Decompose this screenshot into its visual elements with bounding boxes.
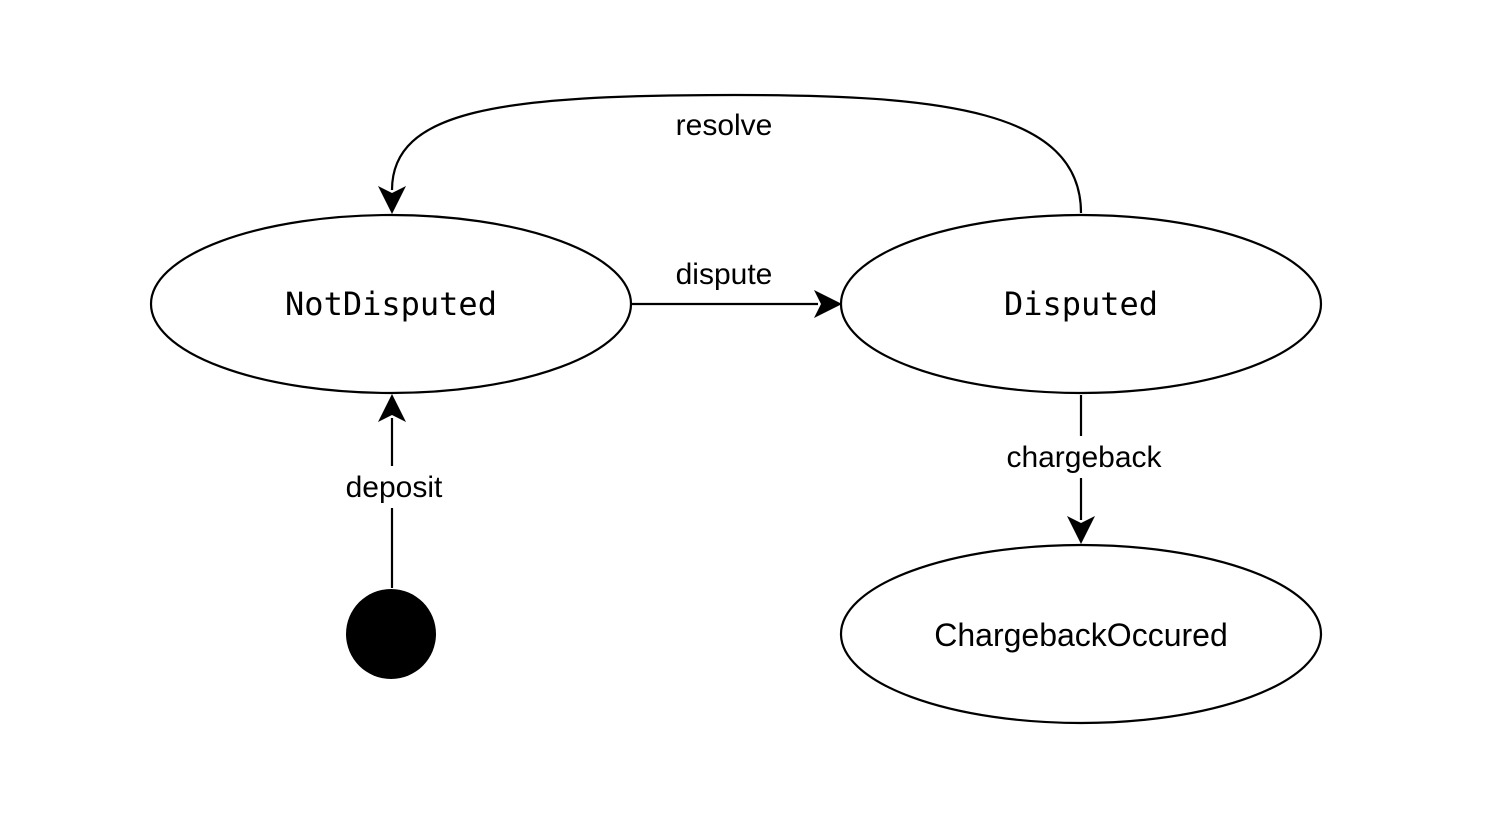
chargeback-transition-label: chargeback [1006, 441, 1162, 474]
state-chargeback-occured: ChargebackOccured [839, 543, 1323, 725]
chargeback-arrowhead [1067, 516, 1095, 544]
deposit-transition-label: deposit [346, 471, 443, 504]
state-disputed-shape [839, 213, 1323, 395]
dispute-arrowhead [814, 290, 842, 318]
deposit-label-background [338, 466, 448, 508]
state-disputed: Disputed [839, 213, 1323, 395]
resolve-arrowhead [378, 186, 406, 214]
deposit-arrowhead [378, 394, 406, 422]
chargeback-label-background [996, 436, 1172, 478]
state-chargeback-occured-label: ChargebackOccured [934, 617, 1227, 653]
resolve-transition-arrow [390, 93, 1083, 214]
resolve-transition-label: resolve [676, 109, 773, 142]
state-not-disputed: NotDisputed [149, 213, 633, 395]
dispute-transition-label: dispute [676, 258, 773, 291]
state-chargeback-occured-shape [839, 543, 1323, 725]
state-not-disputed-label: NotDisputed [285, 285, 497, 323]
initial-state-node [346, 589, 436, 679]
state-not-disputed-shape [149, 213, 633, 395]
state-disputed-label: Disputed [1004, 285, 1158, 323]
